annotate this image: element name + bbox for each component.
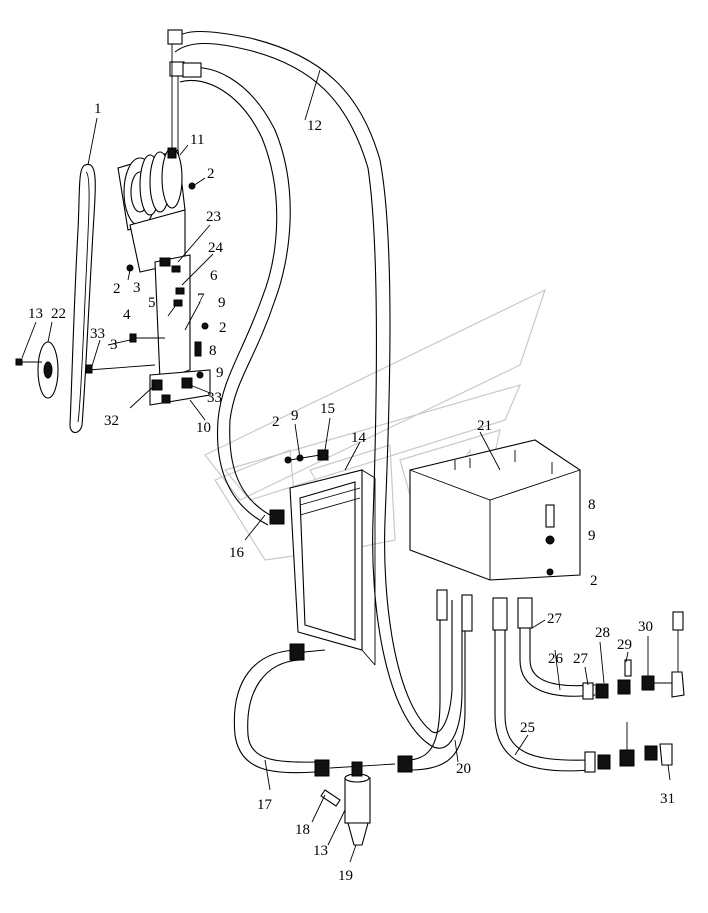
callout-19: 19 bbox=[338, 868, 353, 884]
callout-2: 2 bbox=[219, 320, 227, 336]
callout-15: 15 bbox=[320, 401, 335, 417]
callout-2: 2 bbox=[590, 573, 598, 589]
callout-22: 22 bbox=[51, 306, 66, 322]
callout-14: 14 bbox=[351, 430, 367, 446]
callout-9: 9 bbox=[588, 528, 596, 544]
evaporator-box bbox=[409, 439, 581, 581]
callout-20: 20 bbox=[456, 761, 471, 777]
callout-5: 5 bbox=[148, 295, 156, 311]
callout-12: 12 bbox=[307, 118, 322, 134]
receiver-drier bbox=[320, 761, 371, 846]
callout-31: 31 bbox=[660, 791, 675, 807]
callout-28: 28 bbox=[595, 625, 610, 641]
callout-9: 9 bbox=[216, 365, 224, 381]
hose-26 bbox=[517, 597, 685, 700]
callout-33: 33 bbox=[90, 326, 105, 342]
callout-3: 3 bbox=[133, 280, 141, 296]
callout-13: 13 bbox=[28, 306, 43, 322]
crank-pulley bbox=[15, 341, 59, 399]
callout-8: 8 bbox=[209, 343, 217, 359]
callout-2: 2 bbox=[272, 414, 280, 430]
callout-29: 29 bbox=[617, 637, 632, 653]
callout-17: 17 bbox=[257, 797, 273, 813]
drive-belt bbox=[69, 163, 96, 434]
callout-24: 24 bbox=[208, 240, 224, 256]
callout-9: 9 bbox=[291, 408, 299, 424]
callout-21: 21 bbox=[477, 418, 492, 434]
hose-17 bbox=[233, 643, 396, 777]
callout-13: 13 bbox=[313, 843, 328, 859]
callout-11: 11 bbox=[190, 132, 204, 148]
callout-27: 27 bbox=[547, 611, 563, 627]
callout-18: 18 bbox=[295, 822, 310, 838]
callout-23: 23 bbox=[206, 209, 221, 225]
callout-30: 30 bbox=[638, 619, 653, 635]
callout-26: 26 bbox=[548, 651, 564, 667]
callout-27: 27 bbox=[573, 651, 589, 667]
callout-1: 1 bbox=[94, 101, 102, 117]
hose-12 bbox=[167, 29, 463, 749]
callout-8: 8 bbox=[588, 497, 596, 513]
hose-25 bbox=[492, 597, 673, 773]
callout-32: 32 bbox=[104, 413, 119, 429]
leader-lines bbox=[21, 69, 671, 863]
callout-4: 4 bbox=[123, 307, 131, 323]
callout-9: 9 bbox=[218, 295, 226, 311]
callout-3: 3 bbox=[110, 337, 118, 353]
compressor bbox=[117, 147, 186, 231]
callout-33: 33 bbox=[207, 390, 222, 406]
callout-2: 2 bbox=[207, 166, 215, 182]
callout-16: 16 bbox=[229, 545, 245, 561]
compressor-bracket bbox=[85, 182, 211, 406]
callout-labels: 1 11 12 2 23 24 2 3 6 5 7 9 4 2 13 22 33… bbox=[28, 101, 675, 884]
callout-2: 2 bbox=[113, 281, 121, 297]
callout-7: 7 bbox=[197, 291, 205, 307]
callout-6: 6 bbox=[210, 268, 218, 284]
callout-25: 25 bbox=[520, 720, 535, 736]
hose-20 bbox=[397, 589, 473, 773]
callout-10: 10 bbox=[196, 420, 211, 436]
condenser bbox=[269, 449, 376, 666]
